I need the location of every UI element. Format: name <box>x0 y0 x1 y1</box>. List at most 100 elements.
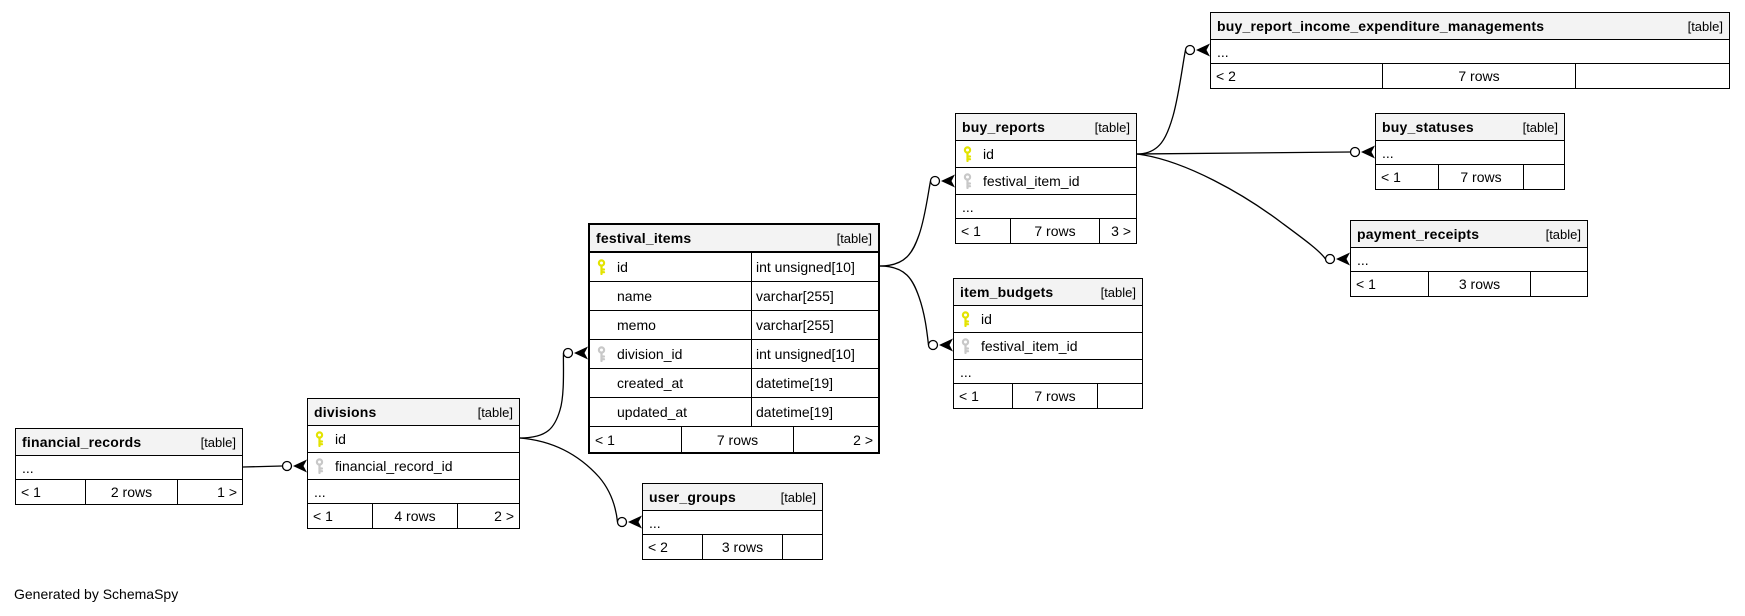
column-row: created_at datetime[19] <box>590 369 878 398</box>
table-footer: < 1 2 rows 1 > <box>16 480 242 504</box>
table-footer: < 2 7 rows <box>1211 64 1729 88</box>
footer-row-count: 4 rows <box>373 504 458 528</box>
foreign-key-icon <box>315 458 324 474</box>
column-row: id <box>308 426 519 453</box>
footer-parent-count: < 1 <box>590 427 682 452</box>
table-type-badge: [table] <box>1687 18 1723 34</box>
table-type-badge: [table] <box>780 489 816 505</box>
column-row: financial_record_id <box>308 453 519 480</box>
table-header[interactable]: item_budgets [table] <box>954 279 1142 306</box>
table-header[interactable]: festival_items [table] <box>590 225 878 253</box>
table-type-badge: [table] <box>1100 284 1136 300</box>
table-divisions[interactable]: divisions [table] id financial_record_id… <box>307 398 520 529</box>
column-row: festival_item_id <box>956 168 1136 195</box>
footer-row-count: 2 rows <box>86 480 178 504</box>
foreign-key-icon <box>963 173 972 189</box>
footer-child-count <box>783 535 822 559</box>
table-name: buy_statuses <box>1382 119 1474 135</box>
ellipsis-row: ... <box>1376 141 1564 165</box>
table-festival_items[interactable]: festival_items [table] id int unsigned[1… <box>588 223 880 454</box>
column-row: name varchar[255] <box>590 282 878 311</box>
table-header[interactable]: buy_reports [table] <box>956 114 1136 141</box>
column-type: datetime[19] <box>756 404 834 420</box>
table-header[interactable]: buy_report_income_expenditure_management… <box>1211 13 1729 40</box>
primary-key-icon <box>597 259 606 275</box>
table-financial_records[interactable]: financial_records [table] ... < 1 2 rows… <box>15 428 243 505</box>
ellipsis-text: ... <box>1357 251 1369 268</box>
column-name: festival_item_id <box>981 338 1078 354</box>
table-footer: < 1 7 rows 3 > <box>956 219 1136 243</box>
footer-row-count: 7 rows <box>1013 384 1098 408</box>
footer-parent-count: < 1 <box>16 480 86 504</box>
column-name: financial_record_id <box>335 458 453 474</box>
footer-child-count <box>1524 165 1564 189</box>
footer-parent-count: < 1 <box>1351 272 1429 296</box>
column-row: memo varchar[255] <box>590 311 878 340</box>
column-row: division_id int unsigned[10] <box>590 340 878 369</box>
table-header[interactable]: financial_records [table] <box>16 429 242 456</box>
column-row: id <box>954 306 1142 333</box>
ellipsis-text: ... <box>314 483 326 500</box>
column-name: id <box>335 431 346 447</box>
footer-child-count <box>1576 64 1729 88</box>
footer-parent-count: < 1 <box>954 384 1013 408</box>
relation-divisions-festival_items <box>519 346 588 439</box>
table-footer: < 1 4 rows 2 > <box>308 504 519 528</box>
footer-child-count: 3 > <box>1111 223 1131 239</box>
column-type: varchar[255] <box>756 317 834 333</box>
table-footer: < 1 3 rows <box>1351 272 1587 296</box>
footer-child-count: 2 > <box>853 431 873 448</box>
table-type-badge: [table] <box>1094 119 1130 135</box>
ellipsis-text: ... <box>1217 43 1229 60</box>
primary-key-icon <box>963 146 972 162</box>
ellipsis-row: ... <box>16 456 242 480</box>
relation-divisions-user_groups <box>519 437 642 529</box>
table-user_groups[interactable]: user_groups [table] ... < 2 3 rows <box>642 483 823 560</box>
table-footer: < 1 7 rows <box>954 384 1142 408</box>
table-name: festival_items <box>596 230 692 246</box>
footer-row-count: 3 rows <box>703 535 783 559</box>
relation-buy_reports-buy_statuses <box>1136 145 1375 159</box>
table-type-badge: [table] <box>1545 226 1581 242</box>
table-name: user_groups <box>649 489 736 505</box>
column-type: varchar[255] <box>756 288 834 304</box>
column-name: id <box>981 311 992 327</box>
table-payment_receipts[interactable]: payment_receipts [table] ... < 1 3 rows <box>1350 220 1588 297</box>
footer-child-count: 2 > <box>494 508 514 524</box>
column-row: festival_item_id <box>954 333 1142 360</box>
ellipsis-row: ... <box>956 195 1136 219</box>
ellipsis-row: ... <box>1351 248 1587 272</box>
column-name: memo <box>617 317 656 333</box>
table-header[interactable]: divisions [table] <box>308 399 519 426</box>
table-footer: < 1 7 rows <box>1376 165 1564 189</box>
relation-festival_items-buy_reports <box>879 174 955 267</box>
table-header[interactable]: payment_receipts [table] <box>1351 221 1587 248</box>
column-row: id int unsigned[10] <box>590 253 878 282</box>
table-name: item_budgets <box>960 284 1054 300</box>
footer-row-count: 3 rows <box>1429 272 1531 296</box>
foreign-key-icon <box>961 338 970 354</box>
column-name: id <box>617 259 628 275</box>
table-header[interactable]: user_groups [table] <box>643 484 822 511</box>
table-type-badge: [table] <box>200 434 236 450</box>
table-buy_reports[interactable]: buy_reports [table] id festival_item_id … <box>955 113 1137 244</box>
table-buy_report_income_expenditure_managements[interactable]: buy_report_income_expenditure_management… <box>1210 12 1730 89</box>
relation-festival_items-item_budgets <box>879 265 953 352</box>
ellipsis-text: ... <box>22 459 34 476</box>
relation-financial_records-divisions <box>242 459 307 473</box>
column-type: int unsigned[10] <box>756 259 855 275</box>
column-row: id <box>956 141 1136 168</box>
table-name: buy_reports <box>962 119 1046 135</box>
table-item_budgets[interactable]: item_budgets [table] id festival_item_id… <box>953 278 1143 409</box>
ellipsis-row: ... <box>308 480 519 504</box>
table-header[interactable]: buy_statuses [table] <box>1376 114 1564 141</box>
column-name: created_at <box>617 375 684 391</box>
relation-buy_reports-payment_receipts <box>1136 153 1350 266</box>
footer-parent-count: < 1 <box>956 219 1011 243</box>
column-name: updated_at <box>617 404 688 420</box>
table-buy_statuses[interactable]: buy_statuses [table] ... < 1 7 rows <box>1375 113 1565 190</box>
ellipsis-text: ... <box>962 198 974 215</box>
ellipsis-row: ... <box>1211 40 1729 64</box>
generator-note: Generated by SchemaSpy <box>14 586 179 602</box>
